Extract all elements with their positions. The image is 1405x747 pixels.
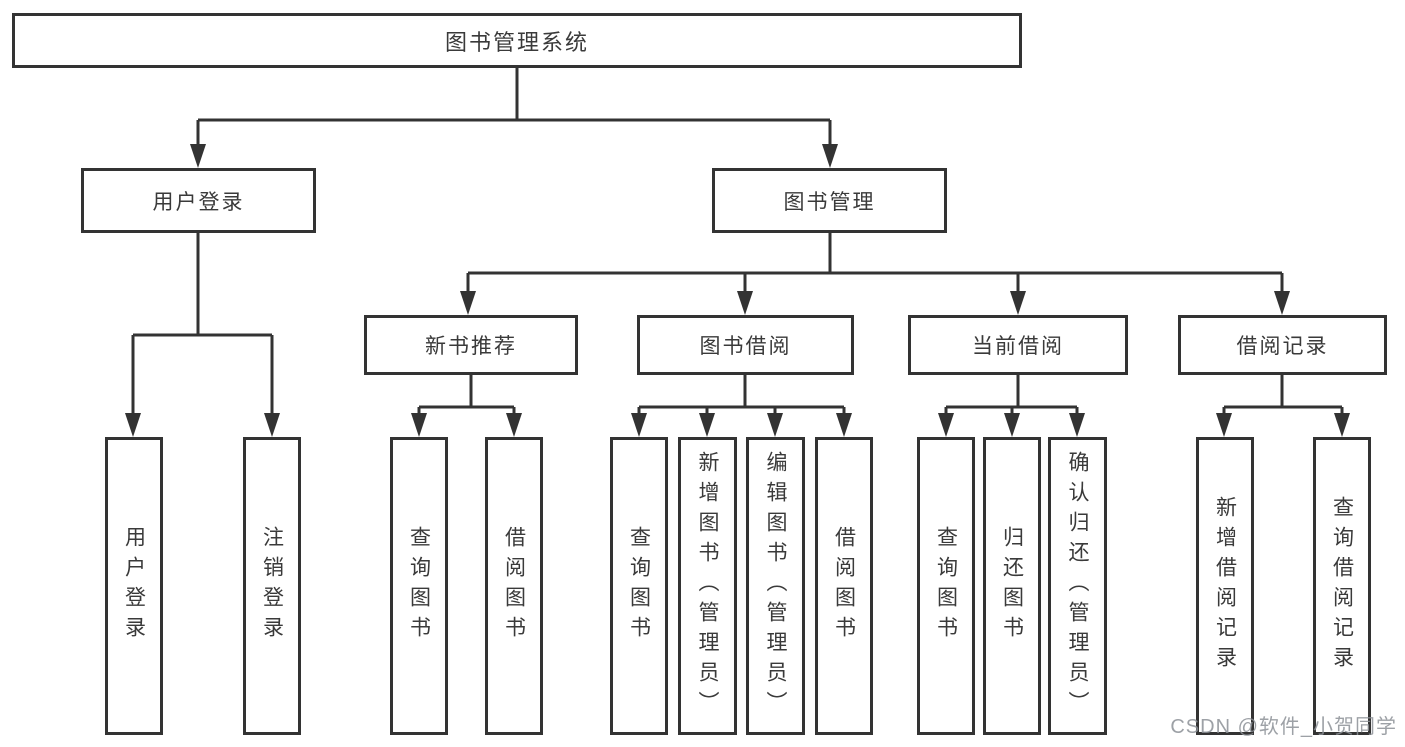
node-add-book-admin: 新增图书（管理员）	[678, 437, 737, 735]
node-return-books: 归还图书	[983, 437, 1041, 735]
node-library-management-system: 图书管理系统	[12, 13, 1022, 68]
node-add-borrow-record: 新增借阅记录	[1196, 437, 1254, 735]
node-query-borrow-record: 查询借阅记录	[1313, 437, 1371, 735]
node-user-login-action: 用户登录	[105, 437, 163, 735]
node-book-borrowing: 图书借阅	[637, 315, 854, 375]
node-current-borrowing: 当前借阅	[908, 315, 1128, 375]
node-logout-action: 注销登录	[243, 437, 301, 735]
node-query-books-borrowing: 查询图书	[610, 437, 668, 735]
node-query-books-recommend: 查询图书	[390, 437, 448, 735]
node-new-book-recommendation: 新书推荐	[364, 315, 578, 375]
csdn-watermark: CSDN @软件_小贺同学	[1170, 716, 1397, 738]
node-query-books-current: 查询图书	[917, 437, 975, 735]
node-book-management: 图书管理	[712, 168, 947, 233]
node-borrow-books-borrowing: 借阅图书	[815, 437, 873, 735]
node-borrowing-records: 借阅记录	[1178, 315, 1387, 375]
node-borrow-books-recommend: 借阅图书	[485, 437, 543, 735]
node-user-login: 用户登录	[81, 168, 316, 233]
node-confirm-return-admin: 确认归还（管理员）	[1048, 437, 1107, 735]
node-edit-book-admin: 编辑图书（管理员）	[746, 437, 805, 735]
